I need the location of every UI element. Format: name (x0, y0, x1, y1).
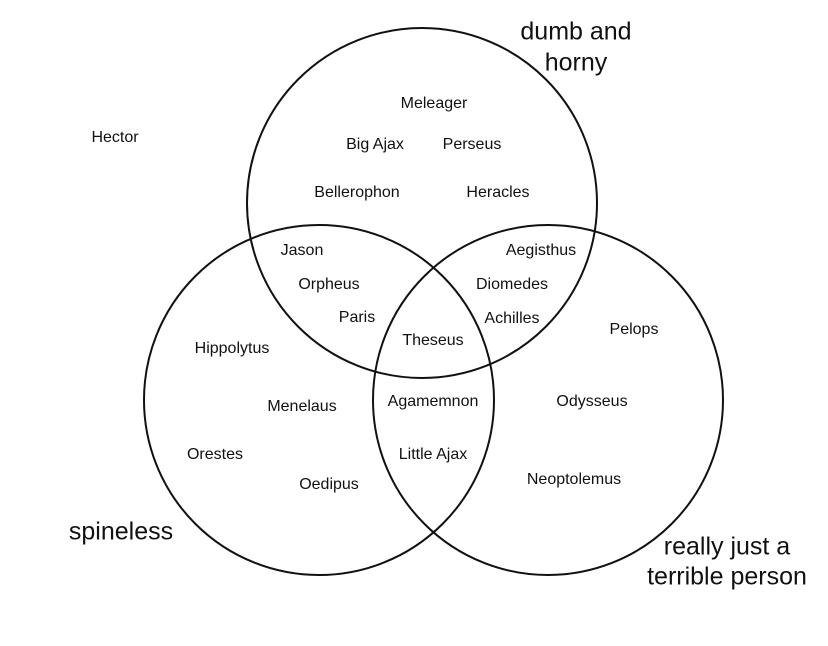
set-label-terrible-person-line2: terrible person (647, 563, 807, 591)
name-orpheus: Orpheus (298, 276, 359, 293)
name-hippolytus: Hippolytus (195, 340, 270, 357)
circle-terrible-person (372, 224, 724, 576)
name-little-ajax: Little Ajax (399, 446, 467, 463)
set-label-dumb-and-horny-line1: dumb and (520, 18, 631, 46)
name-paris: Paris (339, 309, 375, 326)
name-perseus: Perseus (443, 136, 502, 153)
name-bellerophon: Bellerophon (314, 184, 399, 201)
circle-spineless (143, 224, 495, 576)
name-pelops: Pelops (610, 321, 659, 338)
name-heracles: Heracles (466, 184, 529, 201)
name-odysseus: Odysseus (556, 393, 627, 410)
name-oedipus: Oedipus (299, 476, 359, 493)
set-label-dumb-and-horny-line2: horny (545, 49, 608, 77)
name-diomedes: Diomedes (476, 276, 548, 293)
name-achilles: Achilles (484, 310, 539, 327)
name-agamemnon: Agamemnon (388, 393, 479, 410)
name-meleager: Meleager (401, 95, 468, 112)
name-theseus: Theseus (402, 332, 463, 349)
set-label-spineless: spineless (69, 518, 173, 546)
name-menelaus: Menelaus (267, 398, 336, 415)
name-big-ajax: Big Ajax (346, 136, 404, 153)
name-aegisthus: Aegisthus (506, 242, 576, 259)
circle-dumb-and-horny (246, 27, 598, 379)
name-jason: Jason (281, 242, 324, 259)
name-hector: Hector (91, 129, 139, 146)
set-label-terrible-person-line1: really just a (664, 533, 791, 561)
name-orestes: Orestes (187, 446, 243, 463)
name-neoptolemus: Neoptolemus (527, 471, 621, 488)
